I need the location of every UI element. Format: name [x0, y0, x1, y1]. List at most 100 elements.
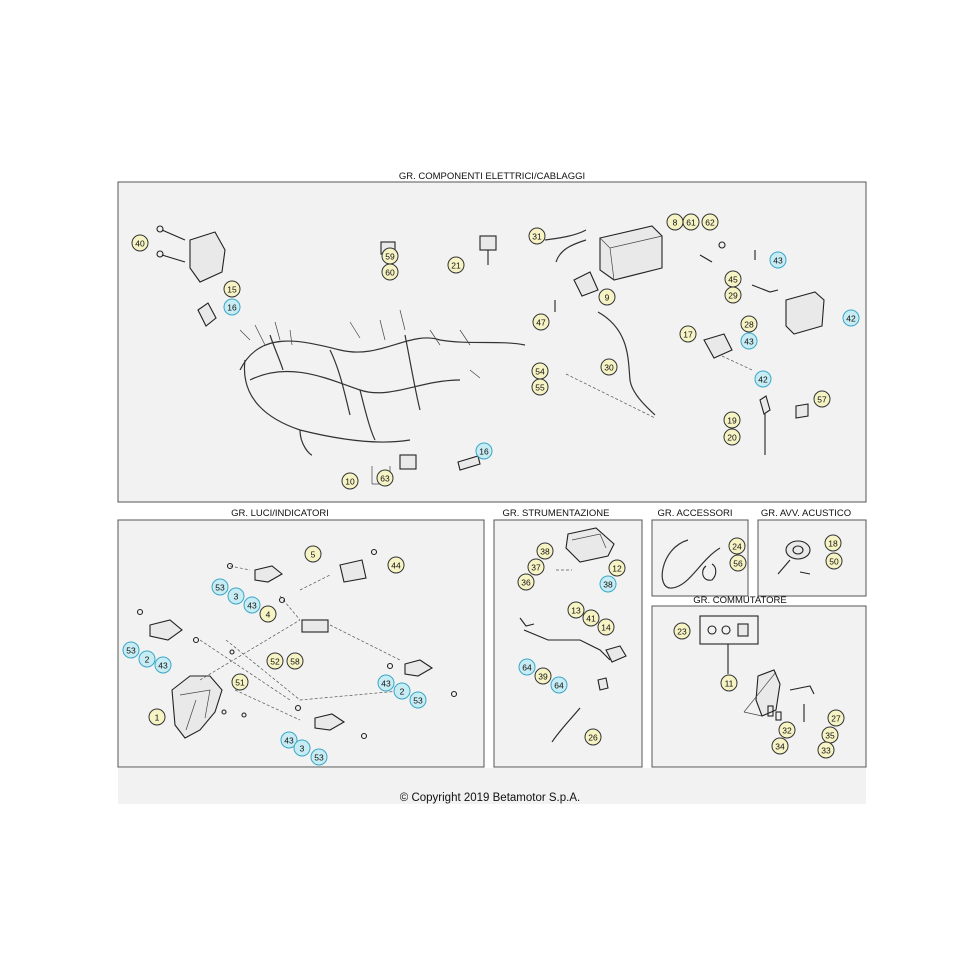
- callout-1: 1: [148, 708, 166, 726]
- callout-label: 26: [588, 733, 598, 743]
- callout-label: 50: [829, 557, 839, 567]
- callout-26: 26: [584, 728, 602, 746]
- callout-60: 60: [381, 263, 399, 281]
- callout-label: 20: [727, 433, 737, 443]
- callout-label: 9: [605, 293, 610, 303]
- callout-label: 58: [290, 657, 300, 667]
- callout-29: 29: [724, 286, 742, 304]
- callout-35: 35: [821, 726, 839, 744]
- callout-14: 14: [597, 618, 615, 636]
- callout-circle: [817, 741, 835, 759]
- callout-circle: [148, 708, 166, 726]
- callout-label: 3: [234, 592, 239, 602]
- callout-circle: [517, 573, 535, 591]
- callout-45: 45: [724, 270, 742, 288]
- callout-label: 44: [391, 561, 401, 571]
- callout-50: 50: [825, 552, 843, 570]
- callout-30: 30: [600, 358, 618, 376]
- callout-43: 43: [740, 332, 758, 350]
- callout-3: 3: [227, 587, 245, 605]
- footer-band: [118, 768, 866, 804]
- callout-label: 43: [773, 256, 783, 266]
- callout-label: 3: [300, 744, 305, 754]
- title-lights: GR. LUCI/INDICATORI: [231, 508, 329, 519]
- callout-label: 27: [831, 714, 841, 724]
- callout-55: 55: [531, 378, 549, 396]
- callout-16: 16: [475, 442, 493, 460]
- callout-circle: [409, 691, 427, 709]
- callout-51: 51: [231, 673, 249, 691]
- callout-circle: [286, 652, 304, 670]
- callout-circle: [778, 721, 796, 739]
- callout-12: 12: [608, 559, 626, 577]
- callout-circle: [377, 674, 395, 692]
- callout-15: 15: [223, 280, 241, 298]
- callout-label: 31: [532, 232, 542, 242]
- callout-circle: [304, 545, 322, 563]
- callout-circle: [682, 213, 700, 231]
- callout-39: 39: [534, 667, 552, 685]
- callout-label: 43: [247, 601, 257, 611]
- callout-circle: [447, 256, 465, 274]
- callout-circle: [728, 537, 746, 555]
- callout-label: 11: [725, 679, 734, 689]
- callout-38: 38: [536, 542, 554, 560]
- callout-label: 1: [155, 713, 160, 723]
- callout-circle: [138, 650, 156, 668]
- callout-43: 43: [769, 251, 787, 269]
- callout-label: 57: [817, 395, 827, 405]
- callout-label: 17: [683, 330, 693, 340]
- callout-27: 27: [827, 709, 845, 727]
- callout-circle: [475, 442, 493, 460]
- callout-circle: [740, 315, 758, 333]
- callout-28: 28: [740, 315, 758, 333]
- callout-circle: [227, 587, 245, 605]
- callout-circle: [597, 618, 615, 636]
- callout-44: 44: [387, 556, 405, 574]
- callout-circle: [528, 227, 546, 245]
- callout-circle: [724, 286, 742, 304]
- callout-41: 41: [582, 609, 600, 627]
- callout-10: 10: [341, 472, 359, 490]
- panel-instruments: [493, 519, 643, 768]
- callout-circle: [154, 656, 172, 674]
- callout-label: 16: [227, 303, 237, 313]
- callout-circle: [599, 575, 617, 593]
- callout-label: 53: [126, 646, 136, 656]
- electrical-parts-drawing: [156, 225, 825, 485]
- callout-34: 34: [771, 737, 789, 755]
- callout-circle: [740, 332, 758, 350]
- callout-47: 47: [532, 313, 550, 331]
- copyright-text: © Copyright 2019 Betamotor S.p.A.: [399, 792, 581, 804]
- lights-parts-drawing: [136, 548, 458, 740]
- callout-circle: [243, 596, 261, 614]
- callout-40: 40: [131, 234, 149, 252]
- callout-circle: [231, 673, 249, 691]
- callout-circle: [729, 554, 747, 572]
- callout-circle: [600, 358, 618, 376]
- callout-label: 33: [821, 746, 831, 756]
- callout-19: 19: [723, 411, 741, 429]
- callout-circle: [532, 313, 550, 331]
- callout-circle: [825, 552, 843, 570]
- callout-63: 63: [376, 469, 394, 487]
- callout-circle: [567, 601, 585, 619]
- callout-circle: [341, 472, 359, 490]
- callout-label: 28: [744, 320, 754, 330]
- callout-label: 23: [677, 627, 687, 637]
- callout-circle: [771, 737, 789, 755]
- callout-label: 52: [270, 657, 280, 667]
- callout-circle: [769, 251, 787, 269]
- callout-42: 42: [842, 309, 860, 327]
- callout-3: 3: [293, 739, 311, 757]
- callout-23: 23: [673, 622, 691, 640]
- callout-label: 35: [825, 731, 835, 741]
- callout-label: 42: [758, 375, 768, 385]
- callout-36: 36: [517, 573, 535, 591]
- title-electrical: GR. COMPONENTI ELETTRICI/CABLAGGI: [399, 171, 585, 182]
- accessories-parts-drawing: [661, 539, 721, 589]
- callout-label: 56: [733, 559, 743, 569]
- callout-label: 43: [284, 736, 294, 746]
- callout-label: 43: [381, 679, 391, 689]
